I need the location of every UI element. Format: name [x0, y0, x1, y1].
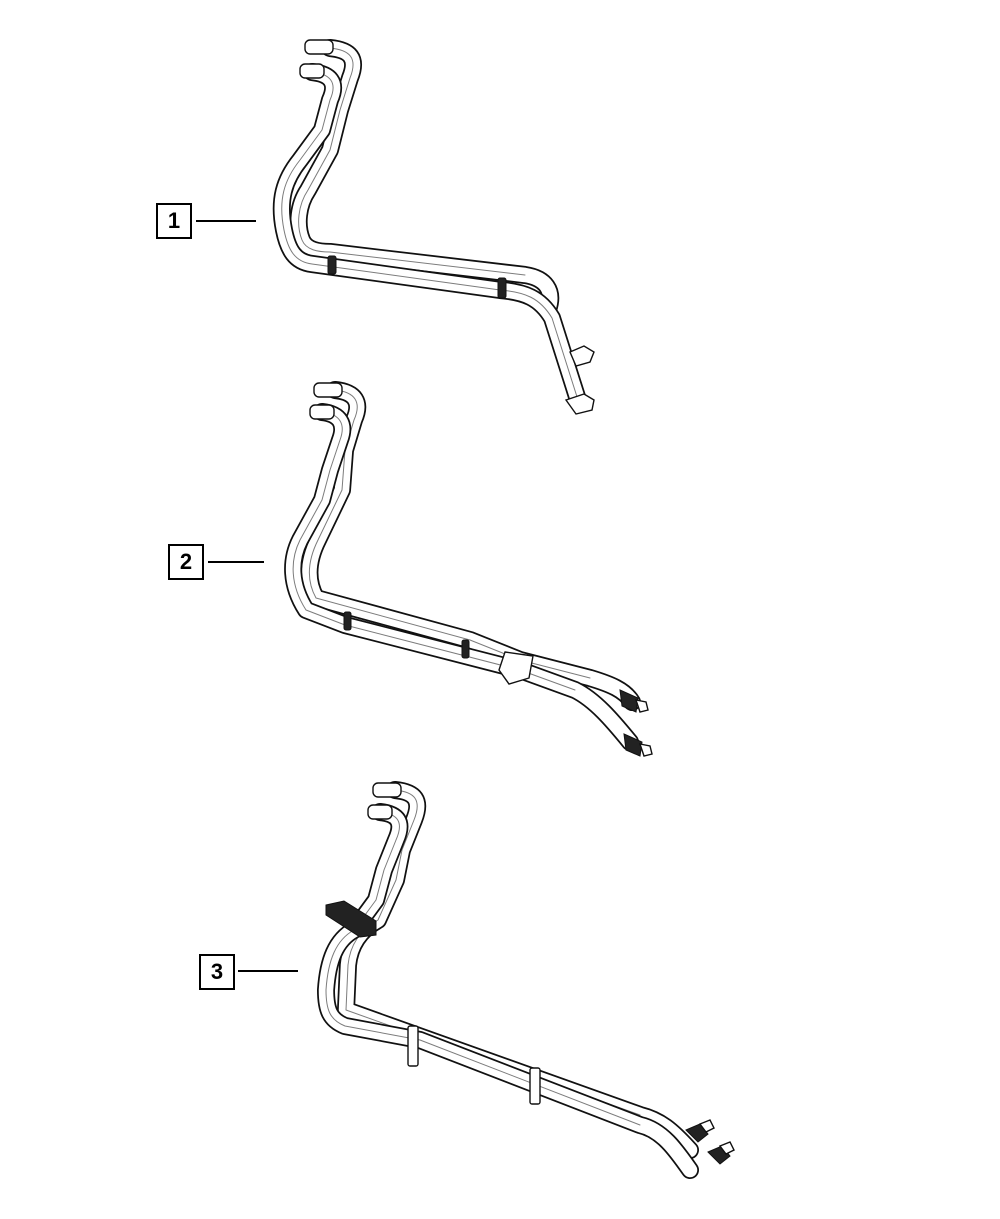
- clip-icon: [461, 639, 470, 659]
- connector-icon: [304, 39, 334, 55]
- connector-icon: [299, 63, 325, 79]
- fitting-icon: [698, 1119, 715, 1133]
- fitting-icon: [623, 733, 643, 757]
- connector-icon: [309, 404, 335, 420]
- fitting-icon: [638, 743, 653, 757]
- callout-1-label: 1: [167, 208, 181, 233]
- bracket-icon: [498, 651, 534, 685]
- callout-3-box: 3: [199, 954, 235, 990]
- connector-icon: [313, 382, 343, 398]
- bracket-icon: [325, 900, 377, 938]
- hose-assembly-2: [284, 381, 653, 757]
- clip-icon: [327, 255, 337, 275]
- hose-1-rear-tube: [289, 39, 560, 319]
- callout-2-label: 2: [179, 549, 193, 574]
- callout-2-box: 2: [168, 544, 204, 580]
- clip-icon: [407, 1025, 419, 1067]
- hose-assembly-3: [317, 781, 735, 1179]
- clip-icon: [529, 1067, 541, 1105]
- fitting-icon: [685, 1123, 709, 1143]
- fitting-icon: [564, 393, 595, 415]
- hose-2-front-tube: [284, 403, 639, 751]
- clip-icon: [343, 611, 352, 631]
- fitting-icon: [634, 699, 649, 713]
- hose-3-front-tube: [317, 803, 699, 1179]
- connector-icon: [372, 782, 402, 798]
- fitting-icon: [569, 345, 595, 367]
- hose-2-rear-tube: [300, 381, 641, 711]
- hose-assembly-1: [272, 39, 595, 415]
- fitting-icon: [619, 689, 639, 713]
- callout-3-label: 3: [210, 959, 224, 984]
- callout-1-box: 1: [156, 203, 192, 239]
- connector-icon: [367, 804, 393, 820]
- hose-1-front-tube: [272, 63, 587, 409]
- fitting-icon: [718, 1141, 735, 1155]
- clip-icon: [497, 277, 507, 299]
